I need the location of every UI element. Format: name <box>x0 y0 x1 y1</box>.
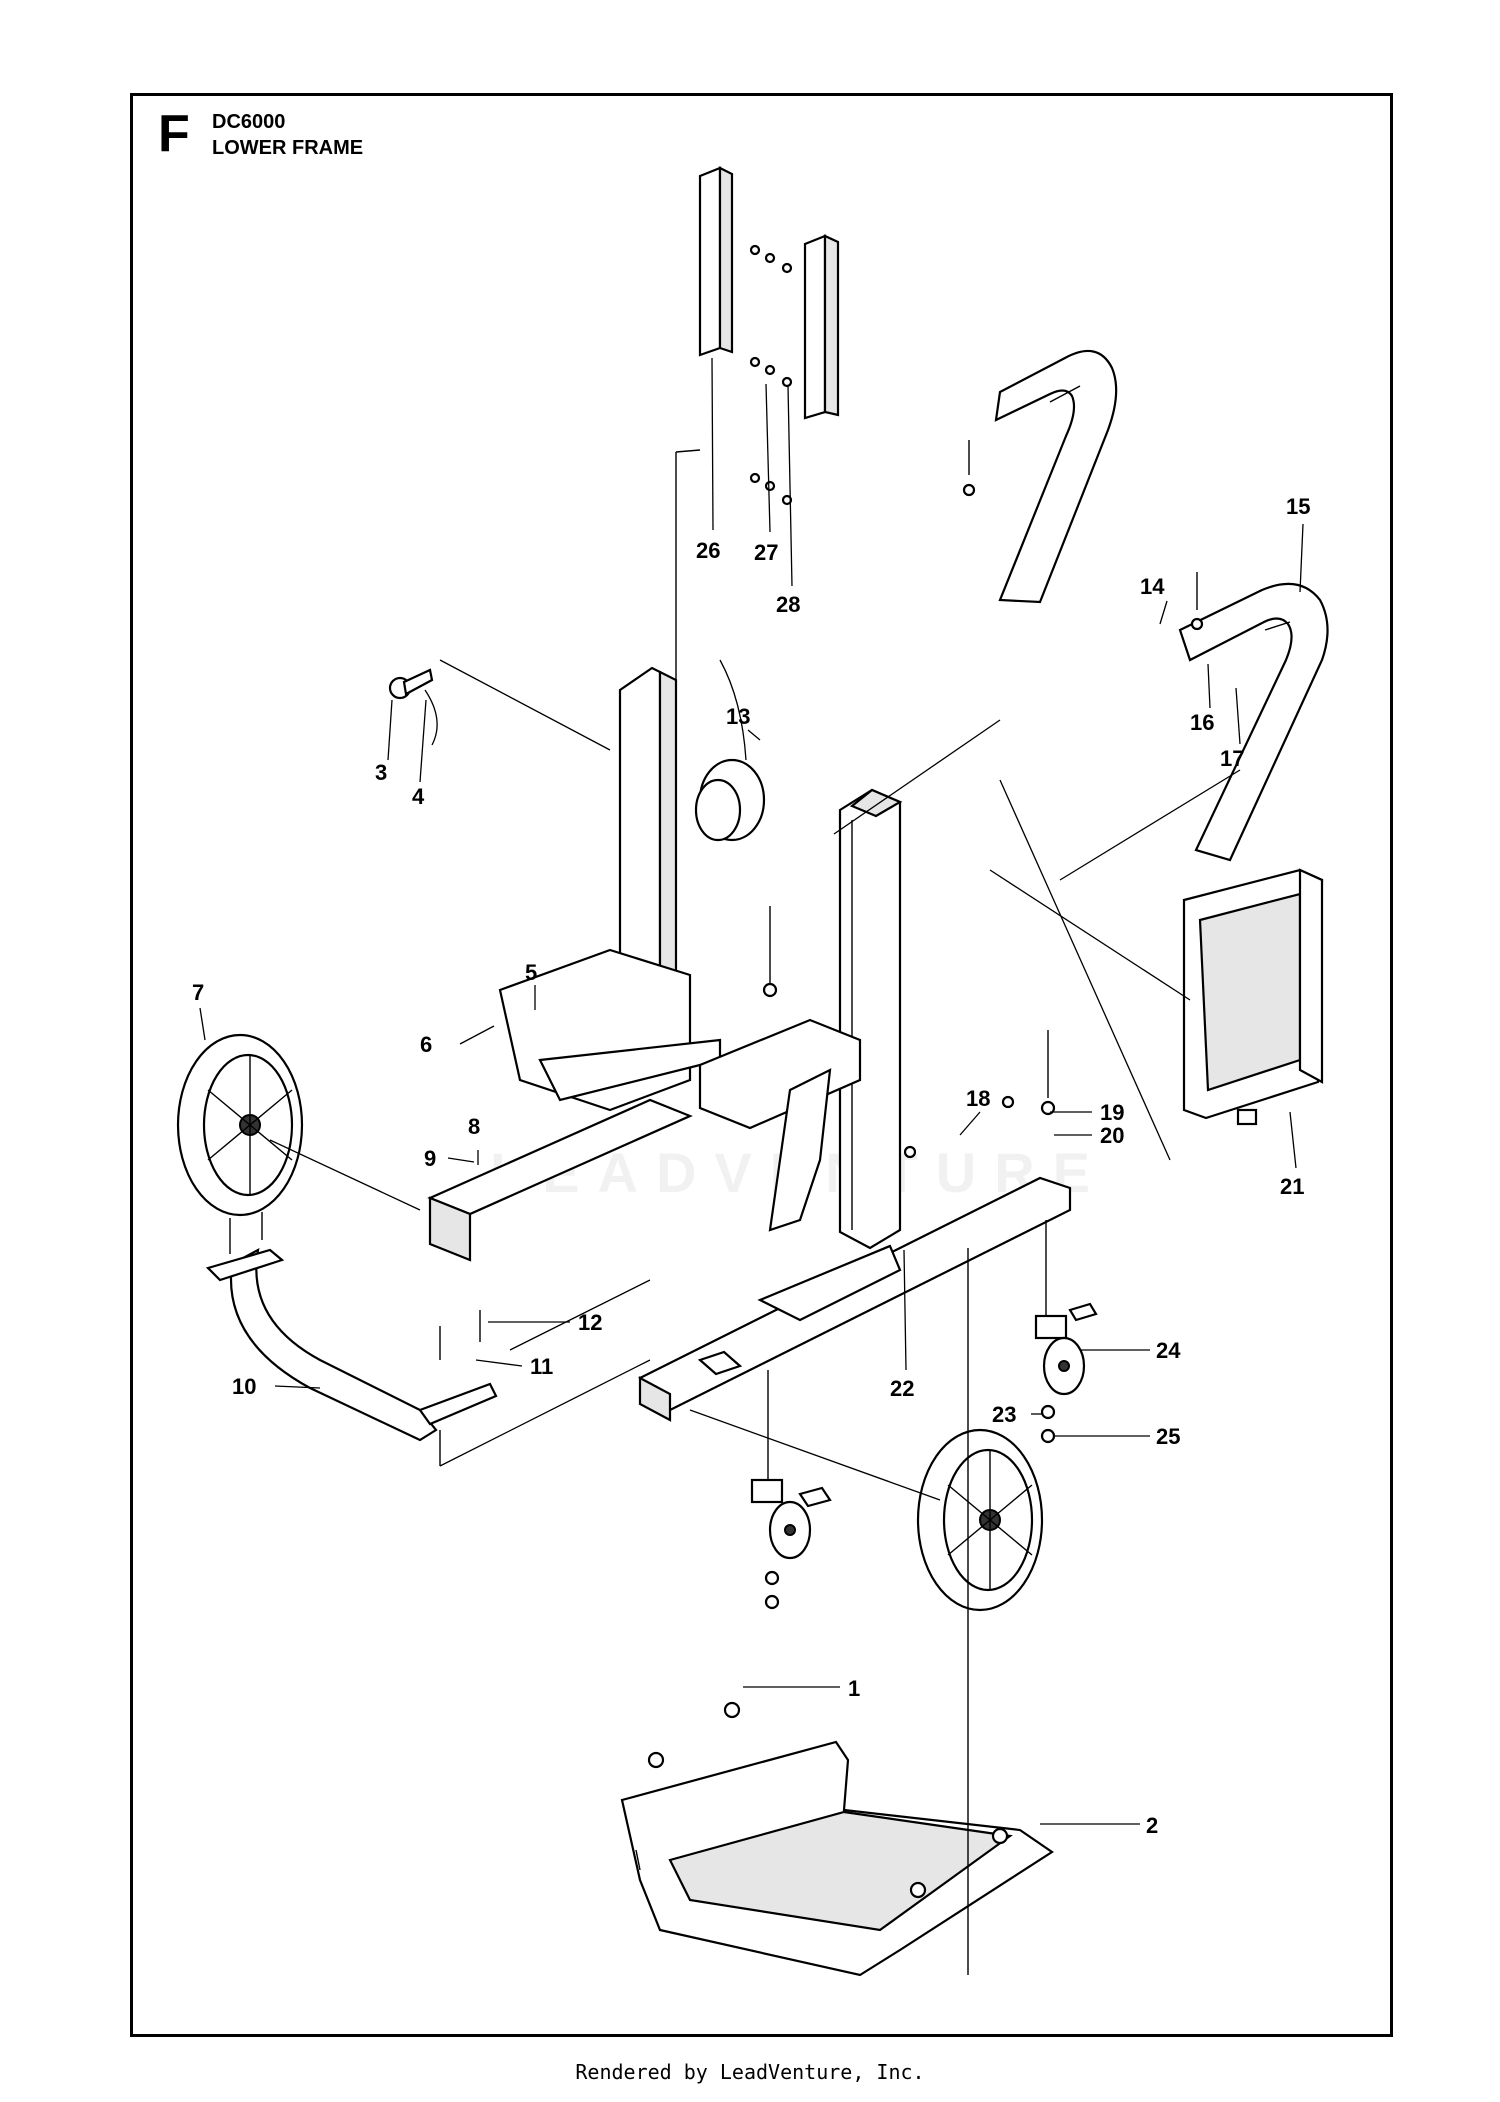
wheel-right <box>916 1428 1044 1612</box>
callout-7: 7 <box>192 980 204 1005</box>
callout-1: 1 <box>848 1676 860 1701</box>
callout-25: 25 <box>1156 1424 1180 1449</box>
callout-9: 9 <box>424 1146 436 1171</box>
callout-2: 2 <box>1146 1813 1158 1838</box>
base-frame <box>427 948 1072 1422</box>
callout-14: 14 <box>1140 574 1165 599</box>
skid-plate <box>620 1248 1054 1977</box>
callout-10: 10 <box>232 1374 256 1399</box>
callout-15: 15 <box>1286 494 1310 519</box>
callout-20: 20 <box>1100 1123 1124 1148</box>
callout-19: 19 <box>1100 1100 1124 1125</box>
lifting-lug-part <box>694 659 766 842</box>
vertical-slide-rails <box>675 166 840 1030</box>
callout-6: 6 <box>420 1032 432 1057</box>
callout-18: 18 <box>966 1086 990 1111</box>
callout-3: 3 <box>375 760 387 785</box>
callout-leaders <box>199 357 1304 1825</box>
callout-12: 12 <box>578 1310 602 1335</box>
callout-17: 17 <box>1220 746 1244 771</box>
bumper-bar <box>205 1247 498 1466</box>
caster-front <box>750 1370 832 1610</box>
callout-23: 23 <box>992 1402 1016 1427</box>
model-name: DC6000 <box>212 111 286 133</box>
callout-27: 27 <box>754 540 778 565</box>
callout-24: 24 <box>1156 1338 1181 1363</box>
handle-bar <box>994 349 1329 862</box>
wheel-left <box>176 1033 304 1217</box>
callout-13: 13 <box>726 704 750 729</box>
diagram-frame <box>130 93 1393 2037</box>
callout-22: 22 <box>890 1376 914 1401</box>
callout-8: 8 <box>468 1114 480 1139</box>
callout-4: 4 <box>412 784 425 809</box>
fasteners <box>229 440 1204 1360</box>
assembly-lines <box>269 659 1241 1501</box>
callout-16: 16 <box>1190 710 1214 735</box>
diagram-title: LOWER FRAME <box>212 137 364 159</box>
callout-labels: 1 2 3 4 5 6 7 8 9 10 11 12 13 14 15 16 1… <box>192 494 1310 1838</box>
footer-credit: Rendered by LeadVenture, Inc. <box>575 2060 925 2084</box>
callout-5: 5 <box>525 960 537 985</box>
caster-rear <box>1034 1220 1098 1444</box>
section-letter: F <box>158 105 190 163</box>
callout-26: 26 <box>696 538 720 563</box>
callout-28: 28 <box>776 592 800 617</box>
lock-pin-part <box>388 668 438 746</box>
callout-11: 11 <box>530 1354 553 1379</box>
main-upright-frame <box>618 666 903 1250</box>
tray <box>1182 868 1324 1126</box>
callout-21: 21 <box>1280 1174 1304 1199</box>
